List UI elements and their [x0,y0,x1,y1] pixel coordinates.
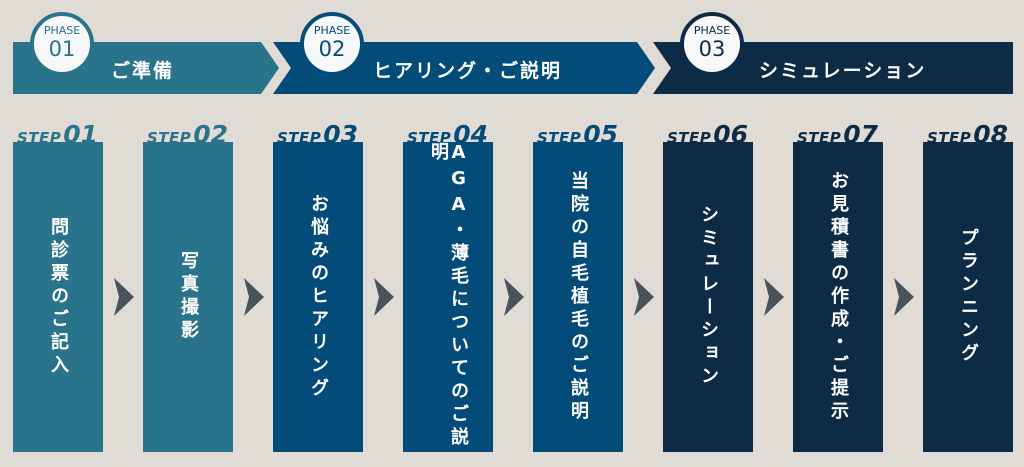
step-card: 当院の自毛植毛のご説明 [533,142,623,452]
step-text: 当院の自毛植毛のご説明 [568,170,589,424]
step-text: プランニング [958,228,979,366]
step-card: プランニング [923,142,1013,452]
step-card: お見積書の作成・ご提示 [793,142,883,452]
chevron-right-icon [244,278,264,320]
phase-arrow-shape [273,42,655,94]
chevron-right-icon [114,278,134,320]
phase-number: 02 [318,37,346,61]
step-text: 問診票のご記入 [48,216,69,378]
phase-title: シミュレーション [759,60,927,82]
phase-arrow-shape [653,42,1013,94]
phase-number: 01 [48,37,76,61]
phase-bar-03: シミュレーション [653,42,1013,94]
phase-bar-02: ヒアリング・ご説明 [273,42,659,94]
step-text: お悩みのヒアリング [308,193,329,401]
step-text: AGA・薄毛についてのご説明 [428,142,469,450]
step-text: お見積書の作成・ご提示 [828,170,849,424]
step-card: シミュレーション [663,142,753,452]
phase-label: PHASE [43,24,81,37]
phase-title: ご準備 [111,60,175,82]
chevron-right-icon [374,278,394,320]
step-card: 写真撮影 [143,142,233,452]
step-card: 問診票のご記入 [13,142,103,452]
chevron-right-icon [764,278,784,320]
chevron-right-icon [634,278,654,320]
chevron-right-icon [504,278,524,320]
chevron-right-icon [894,278,914,320]
step-card: AGA・薄毛についてのご説明 [403,142,493,452]
step-text: 写真撮影 [178,251,199,343]
phase-badge-03: PHASE 03 [680,12,744,76]
step-text: シミュレーション [698,205,719,389]
phase-number: 03 [698,37,726,61]
phase-badge-02: PHASE 02 [300,12,364,76]
phase-title: ヒアリング・ご説明 [373,60,563,82]
step-card: お悩みのヒアリング [273,142,363,452]
phase-badge-01: PHASE 01 [30,12,94,76]
phase-label: PHASE [693,24,731,37]
phase-label: PHASE [313,24,351,37]
